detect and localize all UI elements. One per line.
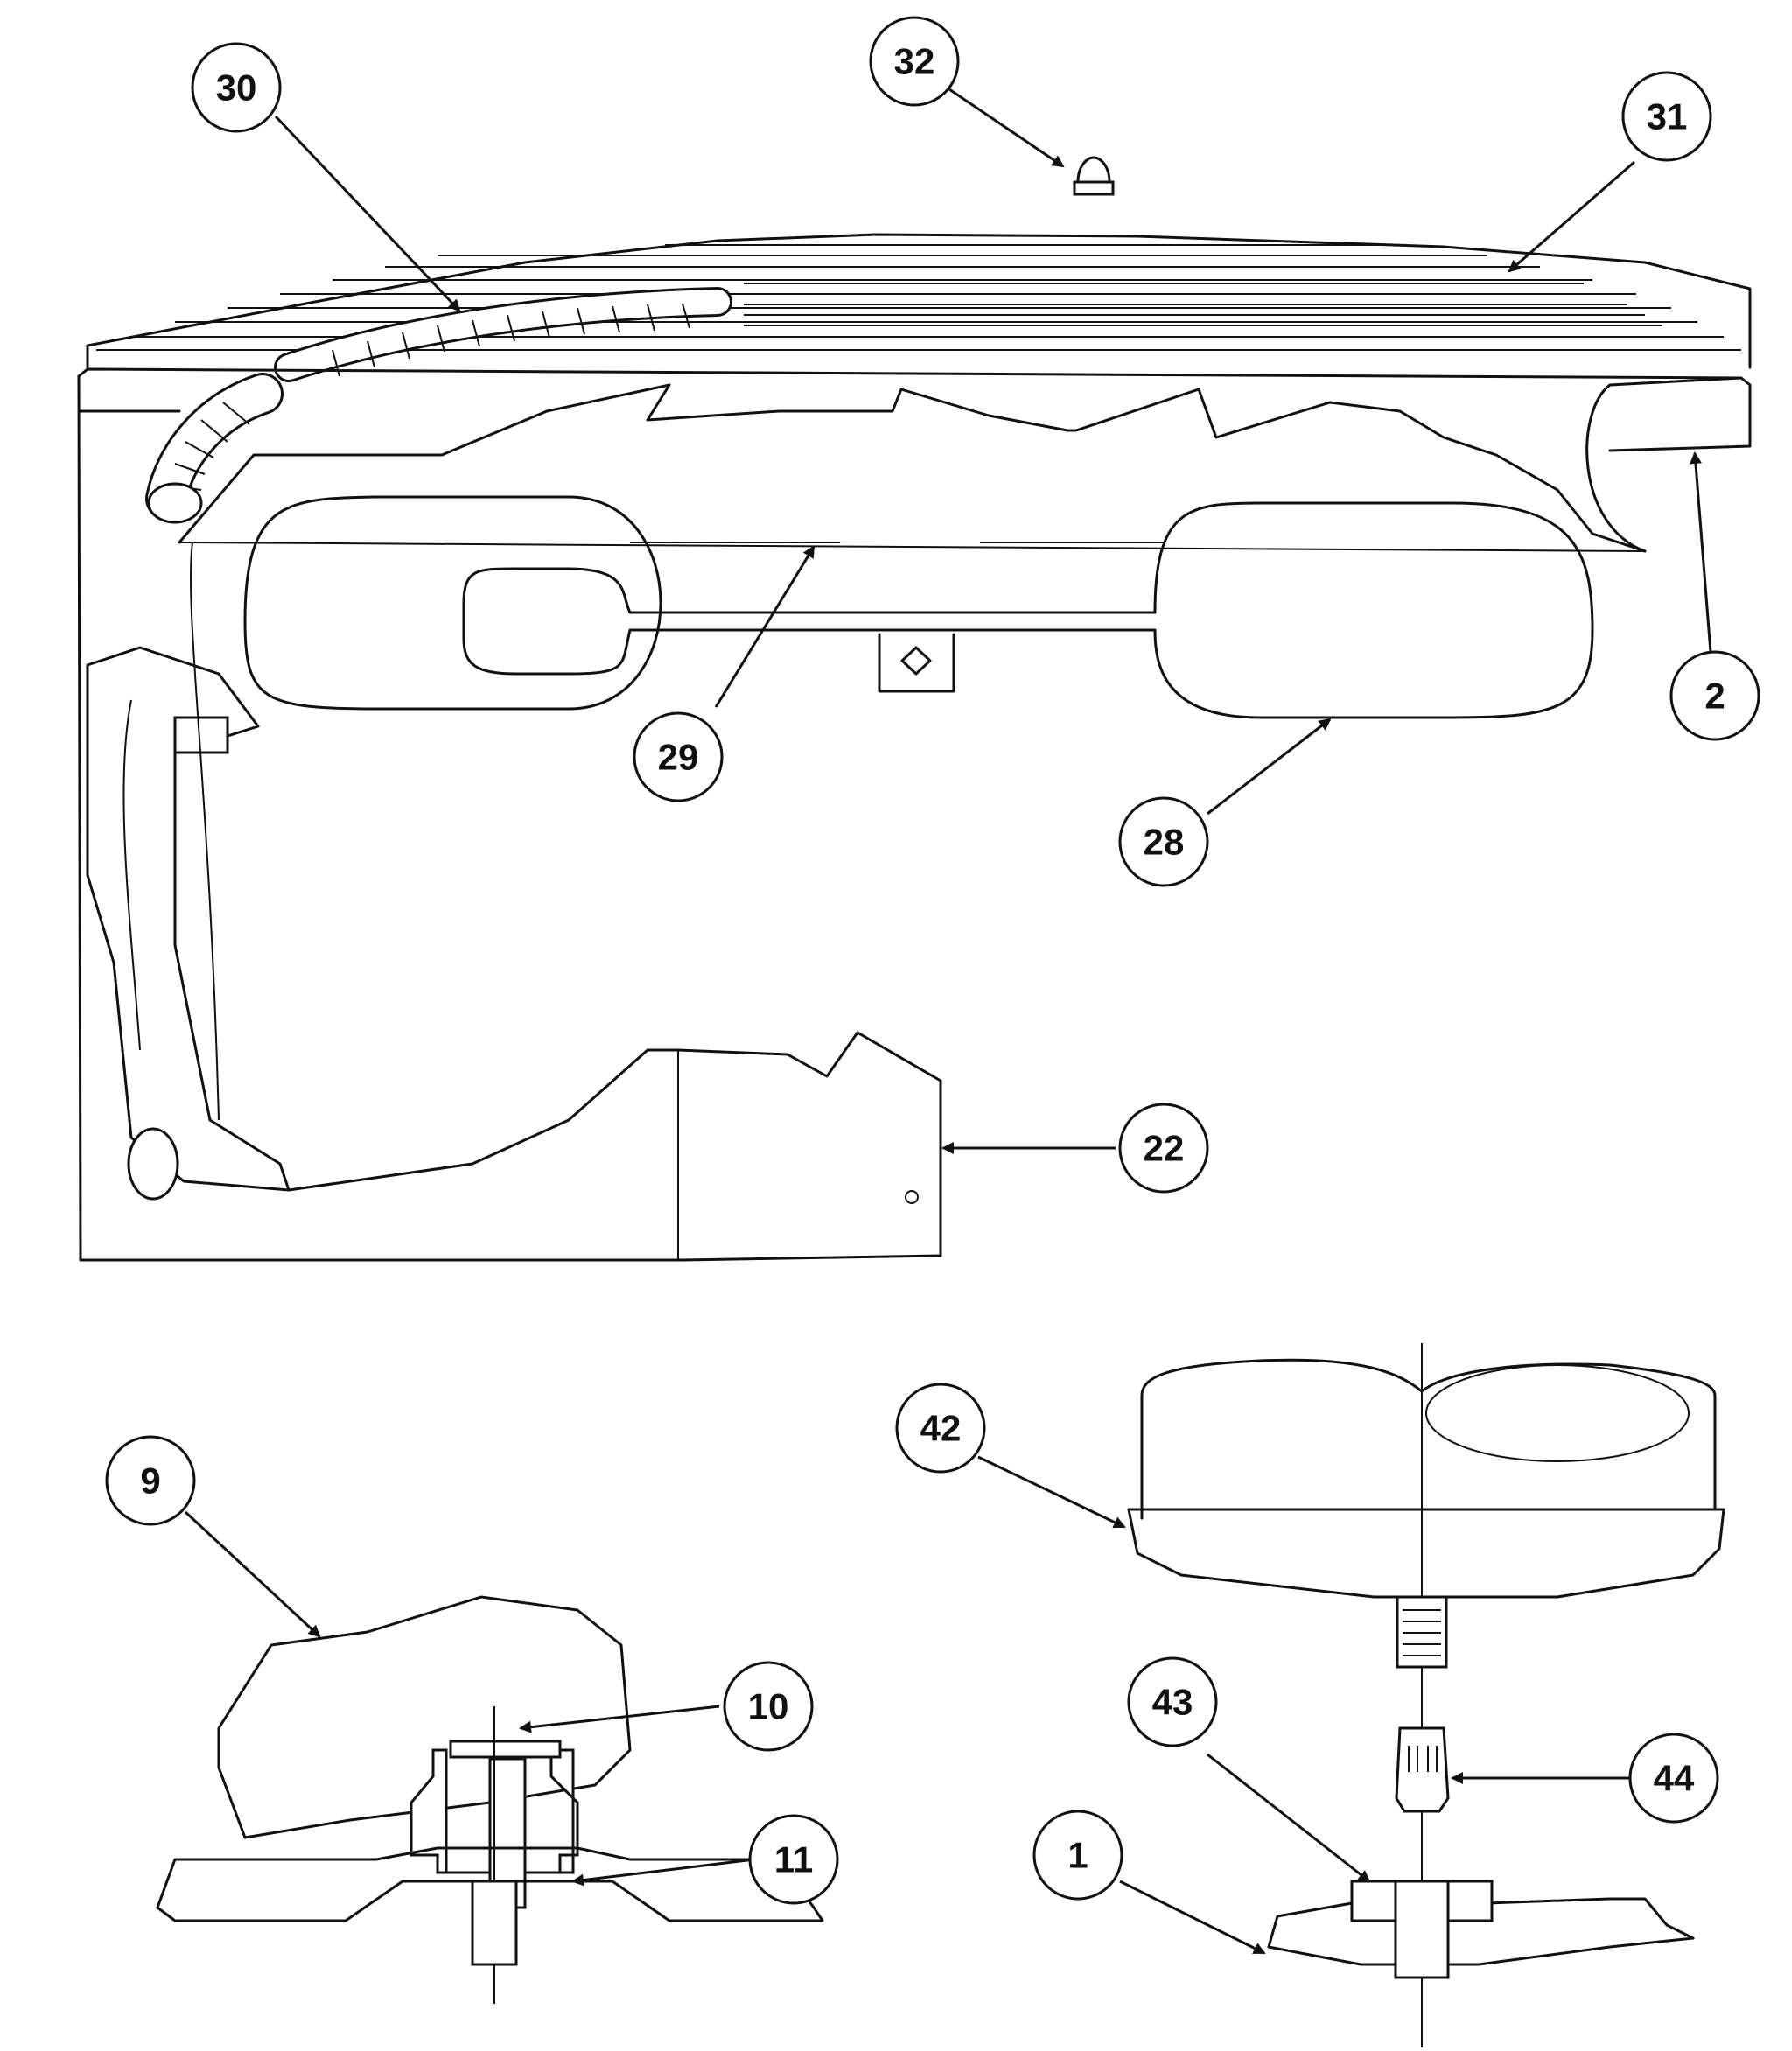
callout-44-label: 44	[1654, 1758, 1695, 1799]
callout-9-label: 9	[140, 1460, 160, 1502]
conduit-hose	[145, 287, 732, 524]
coil-fins	[86, 233, 1752, 369]
callout-31-label: 31	[1647, 96, 1688, 137]
compressor-foot-detail	[156, 1595, 824, 2004]
callout-22-label: 22	[1144, 1128, 1185, 1169]
callout-30-label: 30	[216, 67, 257, 108]
left-bracket	[86, 542, 290, 1200]
acorn-nut-icon	[1073, 156, 1115, 196]
callout-11: 11	[748, 1814, 839, 1905]
callout-1-label: 1	[1068, 1835, 1088, 1876]
callout-29: 29	[633, 711, 724, 802]
callout-22: 22	[1118, 1102, 1209, 1194]
callout-42-label: 42	[920, 1408, 962, 1449]
callout-11-label: 11	[774, 1839, 813, 1880]
callout-10: 10	[723, 1661, 814, 1752]
callout-31: 31	[1621, 71, 1712, 162]
callout-43: 43	[1127, 1656, 1218, 1747]
callout-28-label: 28	[1144, 822, 1185, 863]
leader-arrows	[184, 86, 1712, 1955]
callout-28: 28	[1118, 796, 1209, 887]
compressor-panel	[287, 1031, 942, 1262]
callout-42: 42	[895, 1382, 986, 1474]
callout-9: 9	[105, 1435, 196, 1526]
callout-32: 32	[869, 16, 960, 107]
unit-casing	[77, 368, 1752, 1262]
callout-1: 1	[1032, 1810, 1124, 1900]
fan-hub-detail	[1127, 1343, 1726, 2048]
callout-2: 2	[1670, 650, 1760, 741]
callout-2-label: 2	[1704, 676, 1725, 717]
callout-43-label: 43	[1152, 1682, 1194, 1723]
callout-44: 44	[1628, 1732, 1719, 1824]
callout-29-label: 29	[658, 737, 699, 778]
callout-30: 30	[191, 42, 282, 133]
fan-motor-tubes	[243, 495, 1594, 719]
callout-10-label: 10	[748, 1686, 789, 1727]
callout-32-label: 32	[894, 41, 935, 82]
